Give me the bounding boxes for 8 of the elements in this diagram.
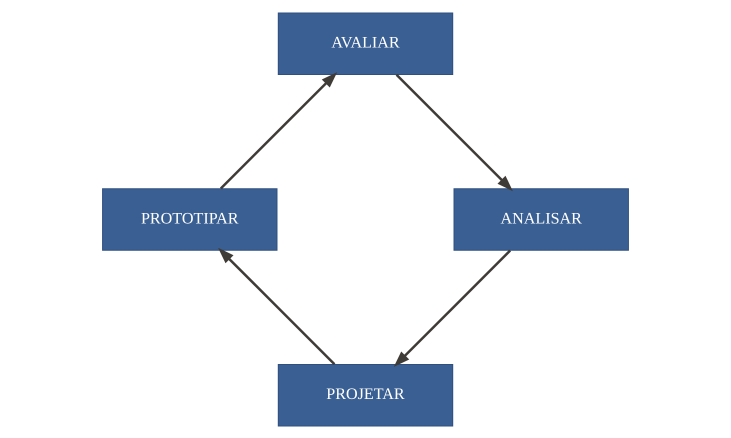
node-box: ANALISAR xyxy=(454,188,629,250)
node-box: PROTOTIPAR xyxy=(102,188,278,250)
node-box: PROJETAR xyxy=(278,363,454,426)
node-box: AVALIAR xyxy=(278,12,454,75)
arrow xyxy=(220,72,338,189)
arrow xyxy=(218,247,336,365)
arrow xyxy=(396,73,513,191)
arrow xyxy=(394,249,512,366)
